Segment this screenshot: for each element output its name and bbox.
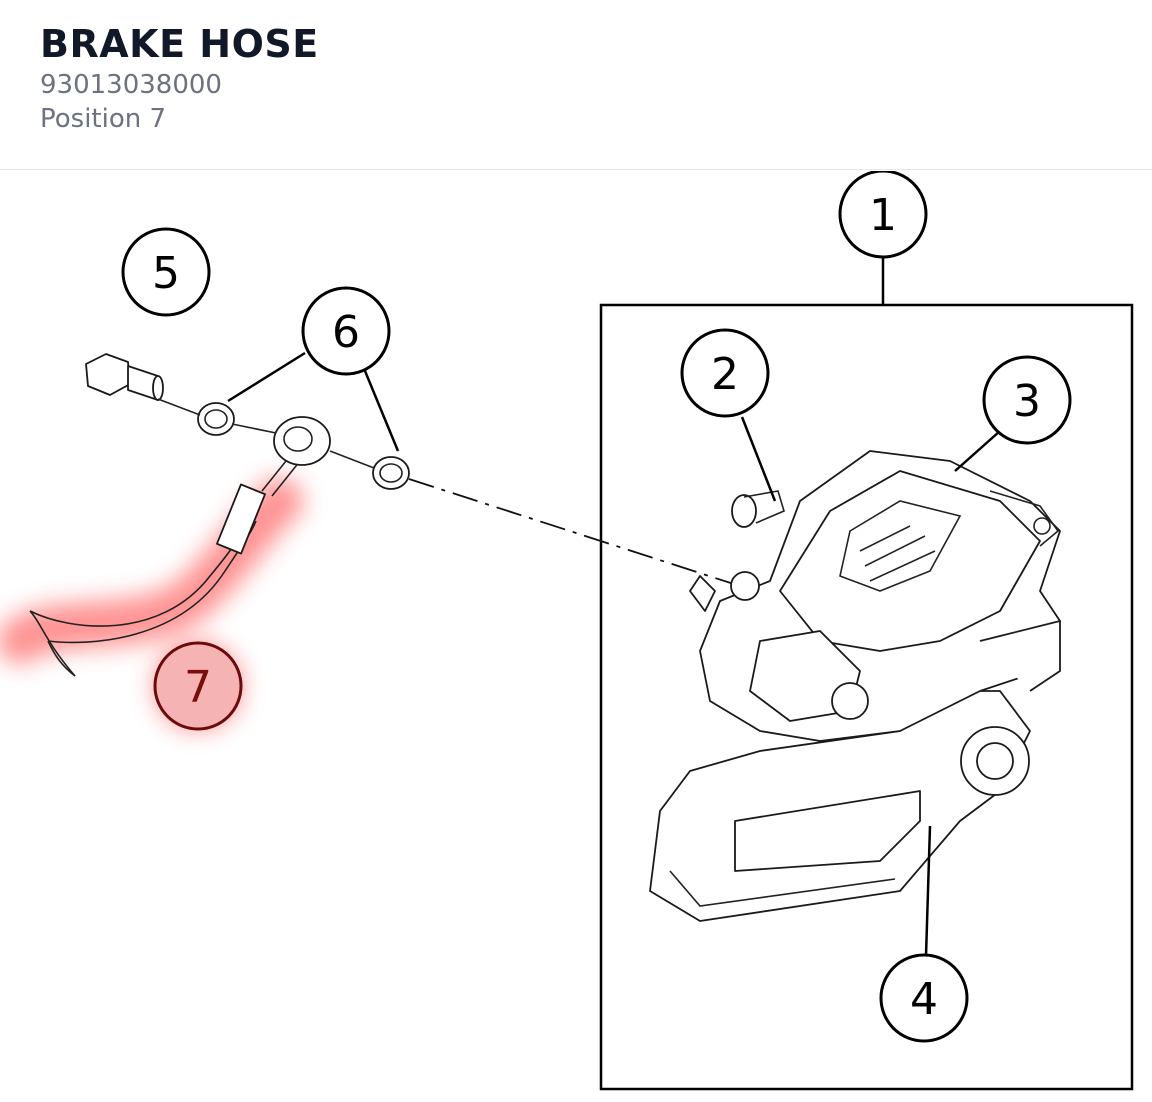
banjo-fitting: [273, 416, 331, 466]
diagram-canvas: 1 2 3 4 5 6 7: [0, 169, 1134, 1091]
callout-label: 4: [910, 974, 938, 1025]
exploded-diagram: 1 2 3 4 5 6 7: [0, 169, 1152, 1098]
callout-label: 1: [869, 190, 897, 241]
hose-crimp-fitting: [216, 483, 266, 555]
callout-1[interactable]: 1: [838, 169, 928, 259]
washer-left: [197, 402, 235, 436]
callout-6[interactable]: 6: [301, 286, 391, 376]
part-number: 93013038000: [40, 70, 222, 100]
callout-label: 3: [1013, 376, 1041, 427]
callout-7[interactable]: 7: [153, 641, 243, 731]
callout-2[interactable]: 2: [680, 328, 770, 418]
part-title: BRAKE HOSE: [40, 22, 319, 66]
banjo-bolt: [85, 353, 164, 401]
leader-line-6a: [227, 351, 306, 403]
callout-label: 2: [711, 349, 739, 400]
leader-line-6b: [363, 370, 400, 452]
callout-label: 7: [184, 662, 212, 713]
leader-line-3: [954, 430, 1001, 472]
assembly-box: [599, 303, 1134, 1091]
leader-line-4: [924, 825, 932, 957]
axis-dashed-line: [408, 478, 741, 587]
brake-caliper: [649, 450, 1061, 957]
leader-line-2: [740, 416, 777, 502]
callout-label: 5: [152, 248, 180, 299]
callout-label: 6: [332, 307, 360, 358]
part-position: Position 7: [40, 104, 167, 134]
washer-right: [372, 456, 410, 490]
part-header: BRAKE HOSE 93013038000 Position 7: [0, 0, 1152, 170]
callout-4[interactable]: 4: [879, 953, 969, 1043]
callout-3[interactable]: 3: [982, 355, 1072, 445]
callout-5[interactable]: 5: [121, 227, 211, 317]
brake-hose: [29, 455, 301, 677]
